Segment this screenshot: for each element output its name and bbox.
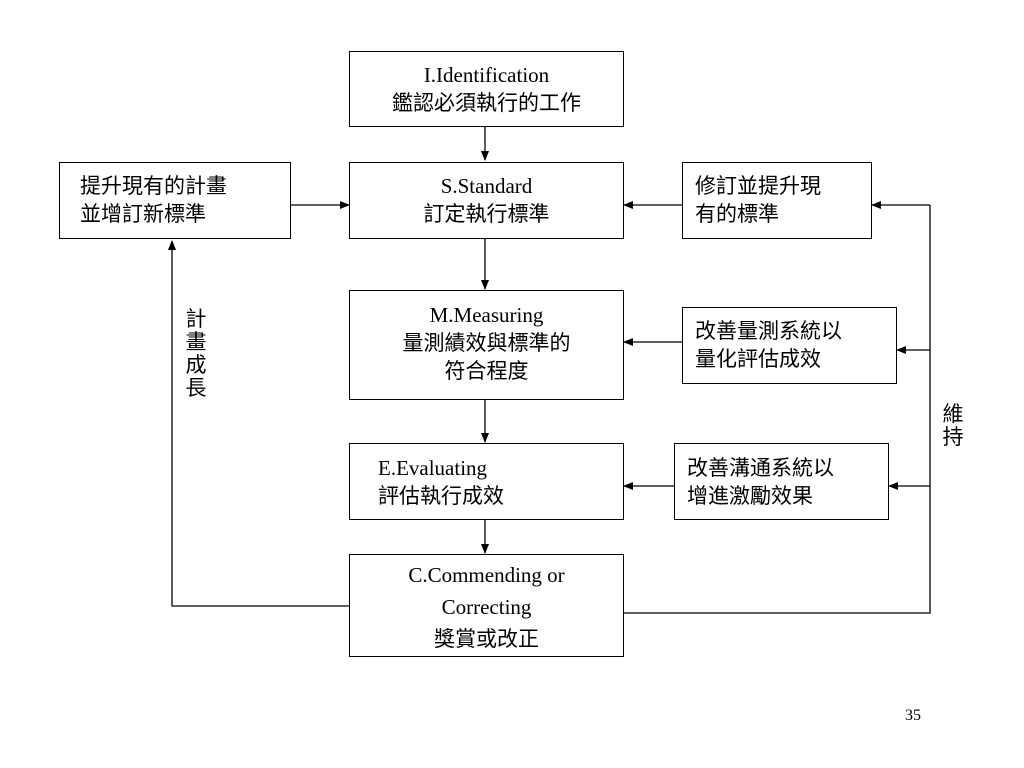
evaluating-subtitle: 評估執行成效 bbox=[378, 484, 504, 508]
plan-improve-line1: 提升現有的計畫 bbox=[80, 174, 227, 198]
revise-standard-box: 修訂並提升現 有的標準 bbox=[682, 162, 872, 239]
plan-improve-line2: 並增訂新標準 bbox=[80, 202, 206, 226]
identification-box: I.Identification 鑑認必須執行的工作 bbox=[349, 51, 624, 127]
improve-measurement-line2: 量化評估成效 bbox=[695, 347, 821, 371]
standard-box: S.Standard 訂定執行標準 bbox=[349, 162, 624, 239]
improve-communication-box: 改善溝通系統以 增進激勵效果 bbox=[674, 443, 889, 520]
improve-measurement-box: 改善量測系統以 量化評估成效 bbox=[682, 307, 897, 384]
commending-line1: C.Commending or bbox=[408, 563, 565, 587]
identification-title: I.Identification bbox=[423, 63, 550, 87]
standard-subtitle: 訂定執行標準 bbox=[423, 202, 550, 226]
measuring-title: M.Measuring bbox=[429, 303, 544, 327]
standard-title: S.Standard bbox=[440, 174, 533, 198]
revise-standard-line2: 有的標準 bbox=[695, 202, 779, 226]
evaluating-box: E.Evaluating 評估執行成效 bbox=[349, 443, 624, 520]
measuring-line3: 符合程度 bbox=[444, 359, 529, 383]
arrow-commending-to-plan bbox=[168, 240, 349, 607]
measuring-line2: 量測績效與標準的 bbox=[402, 331, 571, 355]
improve-communication-line2: 增進激勵效果 bbox=[687, 484, 813, 508]
measuring-box: M.Measuring 量測績效與標準的 符合程度 bbox=[349, 290, 624, 400]
improve-communication-line1: 改善溝通系統以 bbox=[687, 456, 834, 480]
commending-line2: Correcting bbox=[441, 595, 532, 619]
maintain-loop-line bbox=[624, 205, 931, 614]
plan-growth-label: 計畫成長 bbox=[185, 307, 207, 400]
maintain-label: 維持 bbox=[942, 402, 964, 449]
page-number: 35 bbox=[905, 707, 921, 724]
commending-box: C.Commending or Correcting 獎賞或改正 bbox=[349, 554, 624, 657]
improve-measurement-line1: 改善量測系統以 bbox=[695, 319, 842, 343]
revise-standard-line1: 修訂並提升現 bbox=[695, 174, 821, 198]
identification-subtitle: 鑑認必須執行的工作 bbox=[392, 91, 581, 115]
commending-line3: 獎賞或改正 bbox=[434, 627, 539, 651]
plan-improve-box: 提升現有的計畫 並增訂新標準 bbox=[59, 162, 291, 239]
evaluating-title: E.Evaluating bbox=[378, 456, 488, 480]
